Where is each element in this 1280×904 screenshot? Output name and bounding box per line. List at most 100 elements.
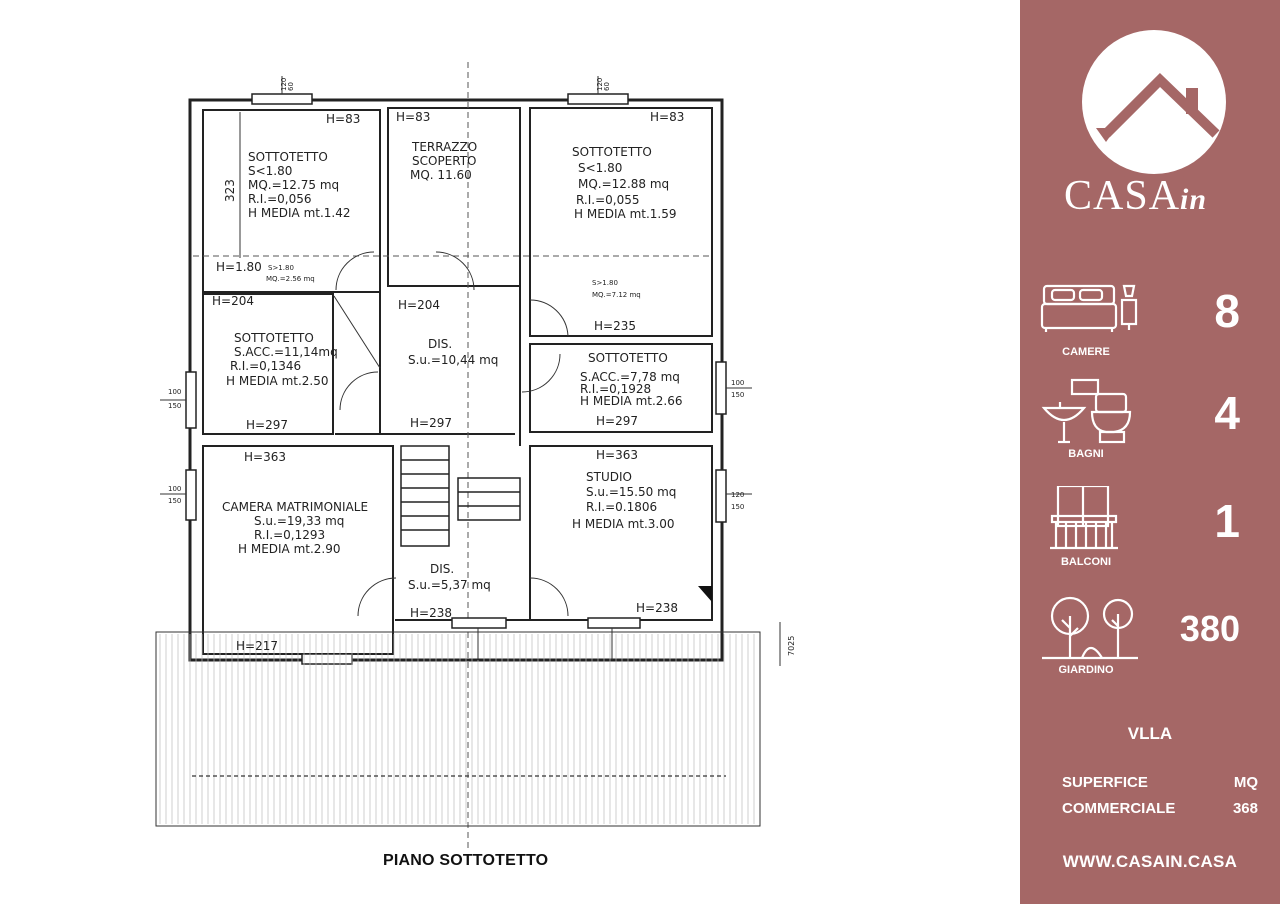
- room-terrazzo: TERRAZZO SCOPERTO MQ. 11.60: [410, 140, 477, 182]
- plan-title: PIANO SOTTOTETTO: [383, 852, 549, 869]
- dimension-texts: 323 7025 120 60 120 60 100 150 100 150 1…: [168, 78, 796, 656]
- room-camera: CAMERA MATRIMONIALE S.u.=19,33 mq R.I.=0…: [222, 500, 368, 556]
- svg-text:H MEDIA mt.2.90: H MEDIA mt.2.90: [238, 542, 341, 556]
- brand-wordmark: CASAin: [1064, 172, 1264, 220]
- feature-value: 1: [1214, 495, 1240, 547]
- svg-text:H=83: H=83: [396, 110, 430, 124]
- svg-text:SCOPERTO: SCOPERTO: [412, 154, 477, 168]
- svg-text:100: 100: [731, 379, 744, 387]
- svg-text:H=204: H=204: [212, 294, 254, 308]
- svg-text:CAMERA MATRIMONIALE: CAMERA MATRIMONIALE: [222, 500, 368, 514]
- svg-text:H=83: H=83: [650, 110, 684, 124]
- windows: [185, 93, 727, 665]
- svg-text:H=238: H=238: [410, 606, 452, 620]
- staircase: [400, 445, 521, 547]
- svg-text:SOTTOTETTO: SOTTOTETTO: [234, 331, 314, 345]
- feature-value: 8: [1214, 285, 1240, 337]
- svg-text:S.u.=10,44 mq: S.u.=10,44 mq: [408, 353, 498, 367]
- svg-text:R.I.=0,056: R.I.=0,056: [248, 192, 312, 206]
- svg-text:150: 150: [731, 503, 744, 511]
- bed-icon: [1040, 276, 1150, 346]
- hatched-terrace: [155, 631, 761, 827]
- door-arcs: [333, 251, 569, 617]
- svg-text:H=297: H=297: [410, 416, 452, 430]
- svg-text:S>1.80: S>1.80: [592, 279, 618, 287]
- svg-text:100: 100: [168, 388, 181, 396]
- feature-label: GIARDINO: [1058, 664, 1114, 676]
- height-labels: H=83 H=83 H=83 H=1.80 H=204 H=204 H=235 …: [212, 110, 684, 653]
- svg-text:R.I.=0,055: R.I.=0,055: [576, 193, 640, 207]
- svg-text:SOTTOTETTO: SOTTOTETTO: [248, 150, 328, 164]
- svg-text:H=297: H=297: [246, 418, 288, 432]
- feature-balconi: BALCONI 1: [1040, 484, 1260, 576]
- room-sottotetto-w: SOTTOTETTO S.ACC.=11,14mq R.I.=0,1346 H …: [226, 331, 338, 388]
- svg-text:H MEDIA mt.1.42: H MEDIA mt.1.42: [248, 206, 351, 220]
- svg-text:S.u.=19,33 mq: S.u.=19,33 mq: [254, 514, 344, 528]
- svg-text:H=1.80: H=1.80: [216, 260, 262, 274]
- svg-text:H=235: H=235: [594, 319, 636, 333]
- svg-text:R.I.=0.1806: R.I.=0.1806: [586, 500, 657, 514]
- svg-text:100: 100: [168, 485, 181, 493]
- balcony-icon: [1040, 484, 1150, 556]
- svg-text:H=363: H=363: [244, 450, 286, 464]
- svg-text:60: 60: [603, 82, 611, 91]
- svg-text:H=297: H=297: [596, 414, 638, 428]
- interior-walls: [202, 107, 713, 655]
- bathroom-icon: [1040, 378, 1150, 448]
- svg-text:H MEDIA mt.1.59: H MEDIA mt.1.59: [574, 207, 677, 221]
- website-link[interactable]: WWW.CASAIN.CASA: [1062, 852, 1238, 871]
- commerciale-label: COMMERCIALE: [1062, 800, 1176, 817]
- svg-text:R.I.=0,1928: R.I.=0,1928: [580, 382, 651, 396]
- svg-text:S.ACC.=7,78 mq: S.ACC.=7,78 mq: [580, 370, 680, 384]
- garden-icon: [1040, 594, 1150, 664]
- svg-text:S.u.=15.50 mq: S.u.=15.50 mq: [586, 485, 676, 499]
- commerciale-value: 368: [1232, 800, 1258, 817]
- svg-text:7025: 7025: [787, 636, 796, 656]
- superficie-label: SUPERFICE: [1062, 774, 1148, 791]
- small-notes: S>1.80 MQ.=2.56 mq S>1.80 MQ.=7.12 mq: [266, 264, 641, 299]
- brand-main: CASA: [1064, 173, 1181, 219]
- svg-text:R.I.=0,1293: R.I.=0,1293: [254, 528, 325, 542]
- feature-value: 4: [1214, 387, 1240, 439]
- svg-text:H MEDIA mt.2.50: H MEDIA mt.2.50: [226, 374, 329, 388]
- room-sottotetto-ne: SOTTOTETTO S<1.80 MQ.=12.88 mq R.I.=0,05…: [572, 145, 677, 221]
- svg-text:H=204: H=204: [398, 298, 440, 312]
- svg-text:120: 120: [596, 78, 604, 91]
- svg-text:DIS.: DIS.: [430, 562, 454, 576]
- feature-bagni: BAGNI 4: [1040, 378, 1260, 468]
- svg-text:DIS.: DIS.: [428, 337, 452, 351]
- room-sottotetto-nw: SOTTOTETTO S<1.80 MQ.=12.75 mq R.I.=0,05…: [248, 150, 351, 220]
- floor-plan: SOTTOTETTO S<1.80 MQ.=12.75 mq R.I.=0,05…: [155, 62, 796, 869]
- logo-house-icon: [1068, 30, 1248, 180]
- svg-text:150: 150: [168, 402, 181, 410]
- svg-text:MQ.=2.56 mq: MQ.=2.56 mq: [266, 275, 315, 283]
- feature-label: BALCONI: [1060, 556, 1112, 568]
- svg-text:MQ. 11.60: MQ. 11.60: [410, 168, 472, 182]
- room-dis-lower: DIS. S.u.=5,37 mq: [408, 562, 491, 592]
- dimension-lines: [160, 76, 781, 666]
- svg-text:323: 323: [223, 179, 237, 202]
- svg-text:H MEDIA mt.3.00: H MEDIA mt.3.00: [572, 517, 675, 531]
- svg-text:150: 150: [168, 497, 181, 505]
- room-dis-upper: DIS. S.u.=10,44 mq: [408, 337, 498, 367]
- svg-text:MQ.=12.75 mq: MQ.=12.75 mq: [248, 178, 339, 192]
- svg-text:R.I.=0,1346: R.I.=0,1346: [230, 359, 301, 373]
- chimney-mark: [698, 586, 712, 602]
- svg-text:H=217: H=217: [236, 639, 278, 653]
- svg-text:150: 150: [731, 391, 744, 399]
- svg-text:MQ.=12.88 mq: MQ.=12.88 mq: [578, 177, 669, 191]
- svg-text:STUDIO: STUDIO: [586, 470, 632, 484]
- svg-text:H=363: H=363: [596, 448, 638, 462]
- svg-text:H MEDIA mt.2.66: H MEDIA mt.2.66: [580, 394, 683, 408]
- feature-camere: CAMERE 8: [1040, 276, 1260, 366]
- svg-text:SOTTOTETTO: SOTTOTETTO: [588, 351, 668, 365]
- brand-logo: [1068, 30, 1248, 220]
- svg-text:H=83: H=83: [326, 112, 360, 126]
- room-studio: STUDIO S.u.=15.50 mq R.I.=0.1806 H MEDIA…: [572, 470, 676, 531]
- svg-text:SOTTOTETTO: SOTTOTETTO: [572, 145, 652, 159]
- feature-label: CAMERE: [1062, 346, 1110, 358]
- svg-text:TERRAZZO: TERRAZZO: [411, 140, 477, 154]
- svg-text:60: 60: [287, 82, 295, 91]
- info-sidebar: CASAin CAMERE 8: [1020, 0, 1280, 904]
- property-type: VLLA: [1127, 724, 1173, 743]
